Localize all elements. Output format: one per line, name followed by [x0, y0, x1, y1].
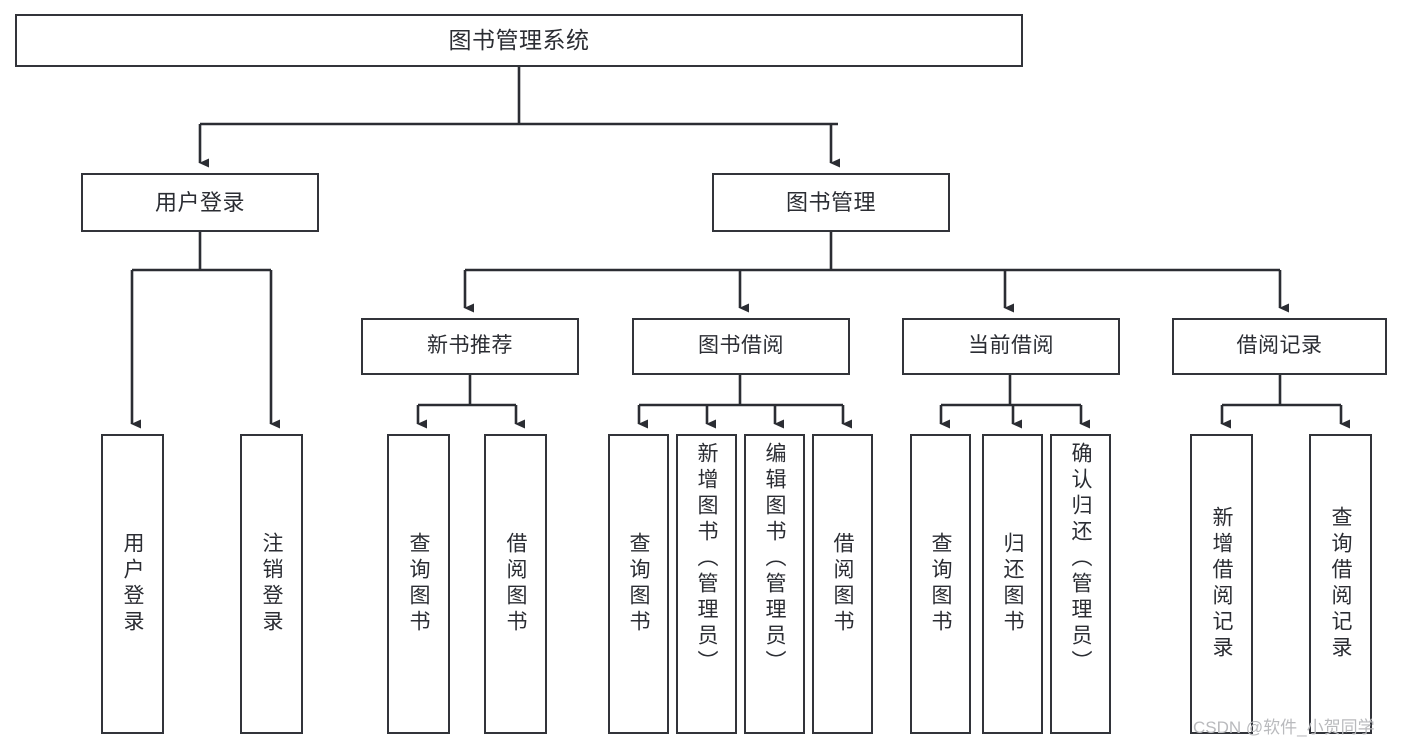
node-leaf-user-logout-label: 注销登录: [260, 532, 283, 636]
node-user-login[interactable]: 用户登录: [81, 173, 319, 232]
node-leaf-borrow-query-label: 查询图书: [627, 532, 650, 636]
node-new-book-rec[interactable]: 新书推荐: [361, 318, 579, 375]
node-leaf-rec-query-label: 查询图书: [407, 532, 430, 636]
node-current-loan-label: 当前借阅: [968, 334, 1054, 358]
node-leaf-cur-return[interactable]: 归还图书: [982, 434, 1043, 734]
node-book-manage-label: 图书管理: [785, 189, 876, 215]
node-leaf-cur-return-label: 归还图书: [1001, 532, 1024, 636]
node-current-loan[interactable]: 当前借阅: [902, 318, 1120, 375]
watermark-text: CSDN @软件_小贺同学: [1193, 718, 1375, 737]
node-root-label: 图书管理系统: [448, 27, 590, 54]
node-leaf-borrow-edit-label: 编辑图书（管理员）: [763, 442, 786, 676]
node-book-borrow-label: 图书借阅: [698, 334, 784, 358]
node-leaf-borrow-edit[interactable]: 编辑图书（管理员）: [744, 434, 805, 734]
node-leaf-cur-confirm[interactable]: 确认归还（管理员）: [1050, 434, 1111, 734]
node-loan-record[interactable]: 借阅记录: [1172, 318, 1387, 375]
node-leaf-borrow-lend[interactable]: 借阅图书: [812, 434, 873, 734]
node-root[interactable]: 图书管理系统: [15, 14, 1023, 67]
node-loan-record-label: 借阅记录: [1236, 334, 1323, 358]
node-leaf-rec-query[interactable]: 查询图书: [387, 434, 450, 734]
node-leaf-user-login-label: 用户登录: [121, 532, 144, 636]
node-leaf-user-login[interactable]: 用户登录: [101, 434, 164, 734]
node-leaf-rec-borrow-label: 借阅图书: [504, 532, 527, 636]
node-new-book-rec-label: 新书推荐: [427, 334, 513, 358]
node-leaf-rec-add-label: 新增借阅记录: [1210, 506, 1233, 662]
node-leaf-rec-borrow[interactable]: 借阅图书: [484, 434, 547, 734]
node-user-login-label: 用户登录: [154, 189, 245, 215]
node-leaf-rec-search[interactable]: 查询借阅记录: [1309, 434, 1372, 734]
node-leaf-borrow-add[interactable]: 新增图书（管理员）: [676, 434, 737, 734]
node-leaf-borrow-add-label: 新增图书（管理员）: [695, 442, 718, 676]
node-leaf-borrow-query[interactable]: 查询图书: [608, 434, 669, 734]
node-leaf-cur-query[interactable]: 查询图书: [910, 434, 971, 734]
node-book-borrow[interactable]: 图书借阅: [632, 318, 850, 375]
node-leaf-user-logout[interactable]: 注销登录: [240, 434, 303, 734]
node-book-manage[interactable]: 图书管理: [712, 173, 950, 232]
node-leaf-rec-add[interactable]: 新增借阅记录: [1190, 434, 1253, 734]
node-leaf-cur-confirm-label: 确认归还（管理员）: [1069, 442, 1092, 676]
node-leaf-borrow-lend-label: 借阅图书: [831, 532, 854, 636]
node-leaf-cur-query-label: 查询图书: [929, 532, 952, 636]
node-leaf-rec-search-label: 查询借阅记录: [1329, 506, 1352, 662]
